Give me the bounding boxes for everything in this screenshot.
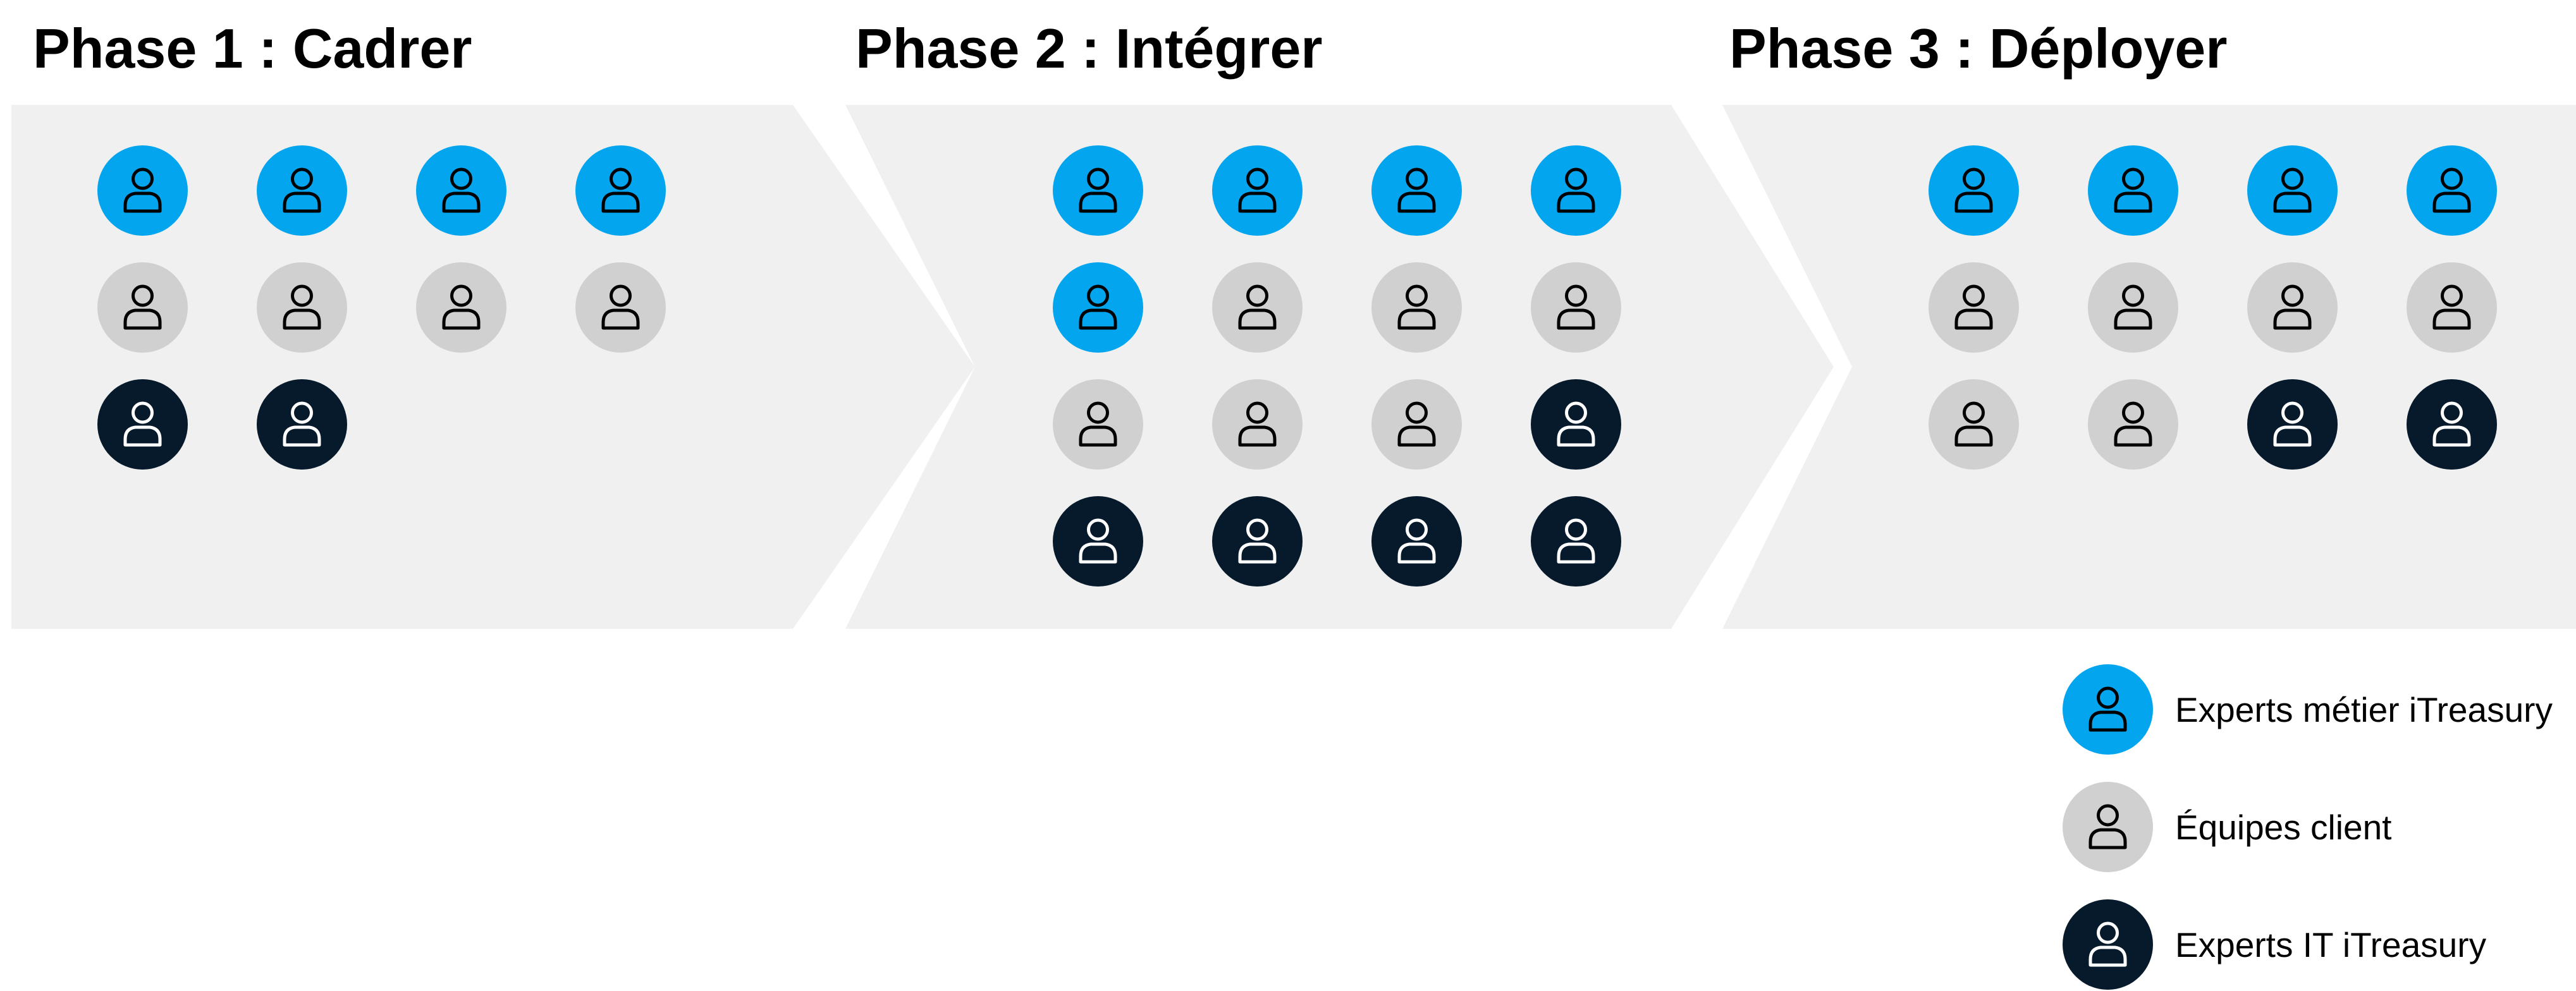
person-icon [283,167,321,213]
person-expert-it-icon [1531,496,1621,587]
person-expert-metier-icon [575,145,666,236]
phase-3-title: Phase 3 : Déployer [1729,17,2228,80]
person-icon [1397,401,1436,447]
phase-3-band-shape [1722,105,2576,629]
person-icon [283,401,321,447]
phase-1-title: Phase 1 : Cadrer [33,17,472,80]
person-icon [1557,401,1595,447]
person-equipe-client-icon [2088,262,2178,353]
person-icon [2114,167,2152,213]
person-icon [1238,167,1277,213]
person-expert-metier-icon [1531,145,1621,236]
person-expert-it-icon [2407,379,2497,470]
person-expert-metier-icon [1929,145,2019,236]
person-equipe-client-icon [2247,262,2338,353]
person-expert-metier-icon [1371,145,1462,236]
person-equipe-client-icon [1531,262,1621,353]
person-icon [442,167,481,213]
person-icon [1954,401,1993,447]
person-expert-it-icon [257,379,347,470]
person-icon [1954,167,1993,213]
person-expert-it-icon [1053,496,1143,587]
person-icon [1079,401,1117,447]
legend-label-expert-metier: Experts métier iTreasury [2175,690,2553,729]
person-equipe-client-icon [1212,262,1303,353]
person-equipe-client-icon [1371,262,1462,353]
person-icon [1238,401,1277,447]
legend-marker-expert-it-icon [2063,899,2153,990]
person-expert-metier-icon [1212,145,1303,236]
person-expert-metier-icon [2088,145,2178,236]
person-icon [2114,284,2152,330]
phase-2-band-shape [845,105,1834,629]
person-icon [601,284,640,330]
person-icon [123,284,162,330]
phase-1-band [11,105,975,629]
person-equipe-client-icon [575,262,666,353]
person-icon [1397,518,1436,564]
person-icon [2114,401,2152,447]
person-icon [123,401,162,447]
person-icon [2088,921,2127,967]
phase-2-title: Phase 2 : Intégrer [856,17,1323,80]
person-icon [1557,284,1595,330]
person-icon [283,284,321,330]
person-expert-metier-icon [2407,145,2497,236]
person-equipe-client-icon [97,262,188,353]
person-equipe-client-icon [2088,379,2178,470]
person-icon [1238,518,1277,564]
person-icon [1557,518,1595,564]
person-icon [1079,167,1117,213]
person-equipe-client-icon [1929,379,2019,470]
person-icon [2273,284,2312,330]
person-equipe-client-icon [1929,262,2019,353]
legend-marker-equipe-client-icon [2063,782,2153,872]
person-expert-it-icon [97,379,188,470]
person-expert-metier-icon [97,145,188,236]
person-expert-it-icon [2247,379,2338,470]
phase-2-band [845,105,1834,629]
person-expert-it-icon [1212,496,1303,587]
person-expert-metier-icon [416,145,506,236]
person-expert-metier-icon [2247,145,2338,236]
person-expert-it-icon [1371,496,1462,587]
phase-3-band [1722,105,2576,629]
person-icon [1397,167,1436,213]
phase-1-band-shape [11,105,975,629]
person-icon [1079,284,1117,330]
person-equipe-client-icon [1212,379,1303,470]
person-expert-it-icon [1531,379,1621,470]
person-icon [2088,804,2127,849]
person-icon [601,167,640,213]
person-icon [2273,167,2312,213]
legend-label-equipe-client: Équipes client [2175,808,2392,847]
person-icon [1238,284,1277,330]
person-icon [1397,284,1436,330]
person-equipe-client-icon [257,262,347,353]
person-icon [442,284,481,330]
legend-marker-expert-metier-icon [2063,664,2153,755]
person-icon [1557,167,1595,213]
person-equipe-client-icon [2407,262,2497,353]
person-icon [2273,401,2312,447]
person-equipe-client-icon [1053,379,1143,470]
person-equipe-client-icon [1371,379,1462,470]
person-icon [1954,284,1993,330]
person-icon [1079,518,1117,564]
person-icon [2432,401,2471,447]
person-icon [123,167,162,213]
person-icon [2432,284,2471,330]
person-expert-metier-icon [1053,262,1143,353]
person-expert-metier-icon [1053,145,1143,236]
person-expert-metier-icon [257,145,347,236]
person-equipe-client-icon [416,262,506,353]
legend-label-expert-it: Experts IT iTreasury [2175,925,2487,964]
person-icon [2432,167,2471,213]
person-icon [2088,686,2127,732]
